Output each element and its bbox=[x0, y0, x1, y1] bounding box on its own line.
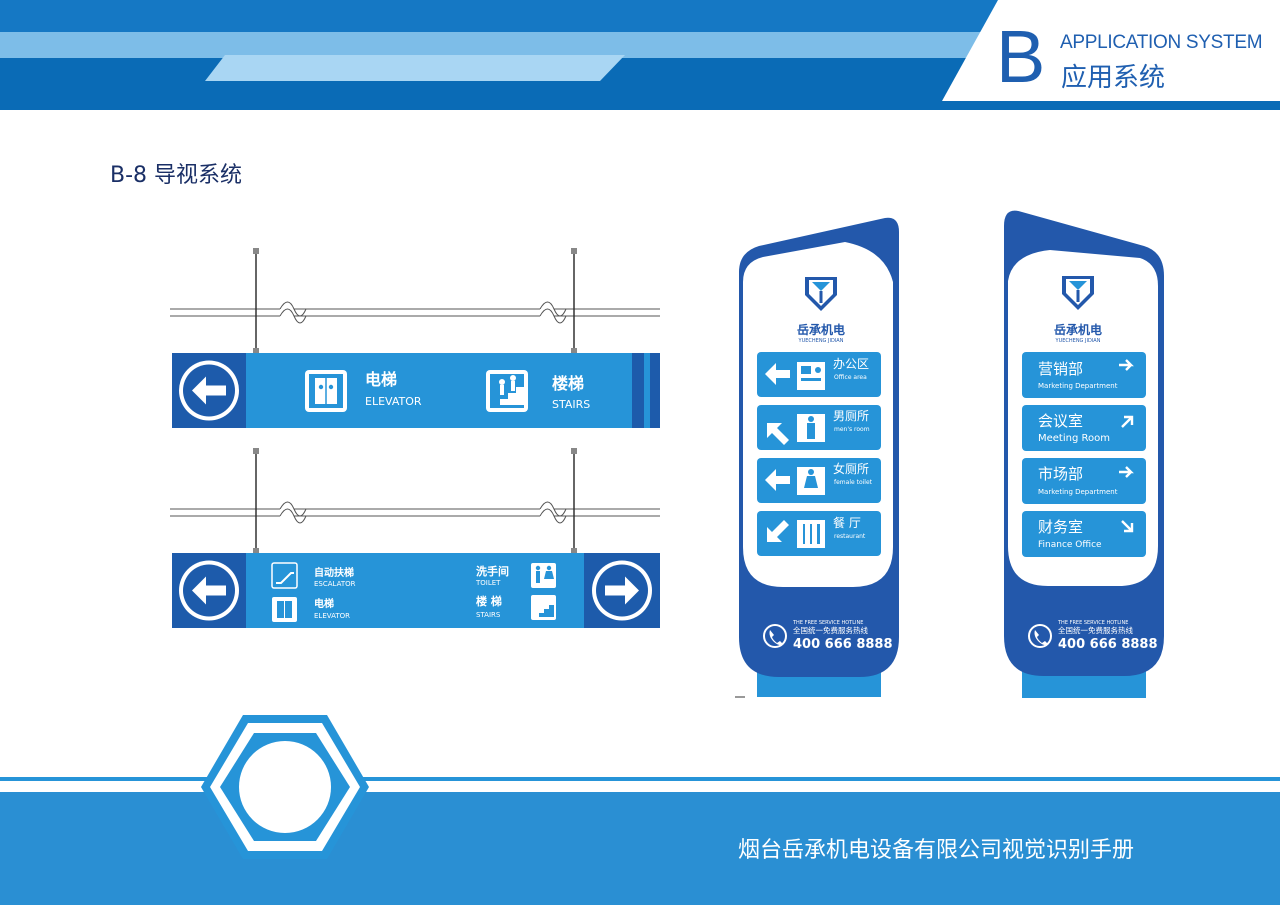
logo-text-en: YUECHENG JIDIAN bbox=[798, 338, 844, 344]
hotline-label-en: THE FREE SERVICE HOTLINE bbox=[792, 620, 863, 626]
elevator-label-en: ELEVATOR bbox=[365, 395, 422, 408]
mens-room-label-cn: 男厕所 bbox=[833, 409, 869, 423]
elevator-label-cn: 电梯 bbox=[314, 597, 334, 610]
meeting-room-label-en: Meeting Room bbox=[1038, 433, 1110, 444]
arrow-up-right-icon bbox=[1121, 415, 1134, 428]
arrow-left-icon bbox=[192, 576, 226, 605]
hotline-label-cn: 全国统一免费服务热线 bbox=[793, 625, 868, 635]
market-label-cn: 市场部 bbox=[1038, 465, 1083, 483]
directory-item-meeting-room: 会议室 Meeting Room bbox=[1022, 405, 1146, 451]
stairs-label-cn: 楼 梯 bbox=[476, 594, 502, 608]
hotline-label-en: THE FREE SERVICE HOTLINE bbox=[1057, 620, 1128, 626]
company-logo-icon bbox=[805, 277, 837, 311]
logo-text-cn: 岳承机电 bbox=[797, 322, 845, 337]
company-logo-icon bbox=[1062, 276, 1094, 310]
footer-company-name: 烟台岳承机电设备有限公司视觉识别手册 bbox=[738, 838, 1135, 863]
toilet-icon bbox=[531, 563, 556, 588]
header-banner bbox=[0, 0, 1280, 110]
directory-item-mens-room: 男厕所 men's room bbox=[757, 405, 881, 450]
stairs-label-cn: 楼梯 bbox=[552, 374, 584, 393]
phone-icon bbox=[1028, 624, 1052, 648]
hexagon-logo-icon bbox=[201, 715, 369, 859]
directory-item-office: 办公区 Office area bbox=[757, 352, 881, 397]
female-toilet-label-en: female toilet bbox=[834, 479, 873, 486]
arrow-down-right-icon bbox=[1121, 520, 1134, 533]
hanging-sign-1: 电梯 ELEVATOR 楼梯 STAIRS bbox=[170, 248, 660, 428]
toilet-label-en: TOILET bbox=[475, 579, 501, 587]
hanger-rods bbox=[255, 451, 575, 553]
hanging-sign-2: 自动扶梯 ESCALATOR 电梯 ELEVATOR 洗手间 TOILET 楼 … bbox=[170, 448, 660, 628]
totem-sign-right: 岳承机电 YUECHENG JIDIAN 营销部 Marketing Depar… bbox=[1004, 210, 1164, 698]
header-title-cn: 应用系统 bbox=[1061, 63, 1166, 93]
ceiling-pipe bbox=[170, 501, 660, 524]
page-title: B-8 导视系统 bbox=[110, 163, 243, 188]
stairs-icon bbox=[531, 595, 556, 620]
directory-item-female-toilet: 女厕所 female toilet bbox=[757, 458, 881, 503]
finance-label-cn: 财务室 bbox=[1038, 518, 1083, 536]
hotline-label-cn: 全国统一免费服务热线 bbox=[1058, 625, 1133, 635]
logo-text-en: YUECHENG JIDIAN bbox=[1055, 338, 1101, 344]
elevator-icon bbox=[272, 597, 297, 622]
header-title-en: APPLICATION SYSTEM bbox=[1060, 32, 1263, 53]
marketing-label-cn: 营销部 bbox=[1038, 360, 1083, 378]
escalator-icon bbox=[271, 562, 298, 589]
restaurant-label-en: restaurant bbox=[834, 533, 866, 540]
ceiling-pipe bbox=[170, 301, 660, 324]
office-label-cn: 办公区 bbox=[833, 356, 869, 371]
arrow-right-icon bbox=[605, 576, 639, 605]
office-label-en: Office area bbox=[834, 374, 867, 381]
escalator-label-cn: 自动扶梯 bbox=[314, 566, 354, 579]
directory-item-finance: 财务室 Finance Office bbox=[1022, 511, 1146, 557]
directory-item-restaurant: 餐 厅 restaurant bbox=[757, 511, 881, 556]
logo-text-cn: 岳承机电 bbox=[1054, 322, 1102, 337]
meeting-room-label-cn: 会议室 bbox=[1038, 412, 1083, 430]
stairs-icon bbox=[486, 370, 528, 412]
restaurant-label-cn: 餐 厅 bbox=[833, 515, 861, 530]
toilet-label-cn: 洗手间 bbox=[476, 564, 509, 578]
directory-item-market: 市场部 Marketing Department bbox=[1022, 458, 1146, 504]
arrow-left-icon bbox=[192, 376, 226, 405]
hotline-number: 400 666 8888 bbox=[1058, 637, 1158, 652]
stairs-label-en: STAIRS bbox=[476, 611, 501, 619]
footer-banner bbox=[0, 715, 1280, 905]
directory-item-marketing: 营销部 Marketing Department bbox=[1022, 352, 1146, 398]
section-letter: B bbox=[996, 15, 1046, 98]
female-toilet-label-cn: 女厕所 bbox=[833, 461, 869, 476]
escalator-label-en: ESCALATOR bbox=[314, 580, 356, 588]
elevator-label-cn: 电梯 bbox=[365, 370, 397, 389]
finance-label-en: Finance Office bbox=[1038, 540, 1102, 550]
market-label-en: Marketing Department bbox=[1038, 488, 1118, 496]
phone-icon bbox=[763, 624, 787, 648]
mens-room-label-en: men's room bbox=[834, 426, 870, 433]
arrow-right-icon bbox=[1119, 466, 1134, 478]
totem-sign-left: 岳承机电 YUECHENG JIDIAN 办公区 Office area 男厕所… bbox=[735, 217, 899, 698]
elevator-label-en: ELEVATOR bbox=[314, 612, 350, 620]
stairs-label-en: STAIRS bbox=[552, 398, 590, 411]
hanger-rods bbox=[255, 251, 575, 353]
arrow-right-icon bbox=[1119, 359, 1134, 371]
marketing-label-en: Marketing Department bbox=[1038, 382, 1118, 390]
hotline-number: 400 666 8888 bbox=[793, 637, 893, 652]
elevator-icon bbox=[305, 370, 347, 412]
